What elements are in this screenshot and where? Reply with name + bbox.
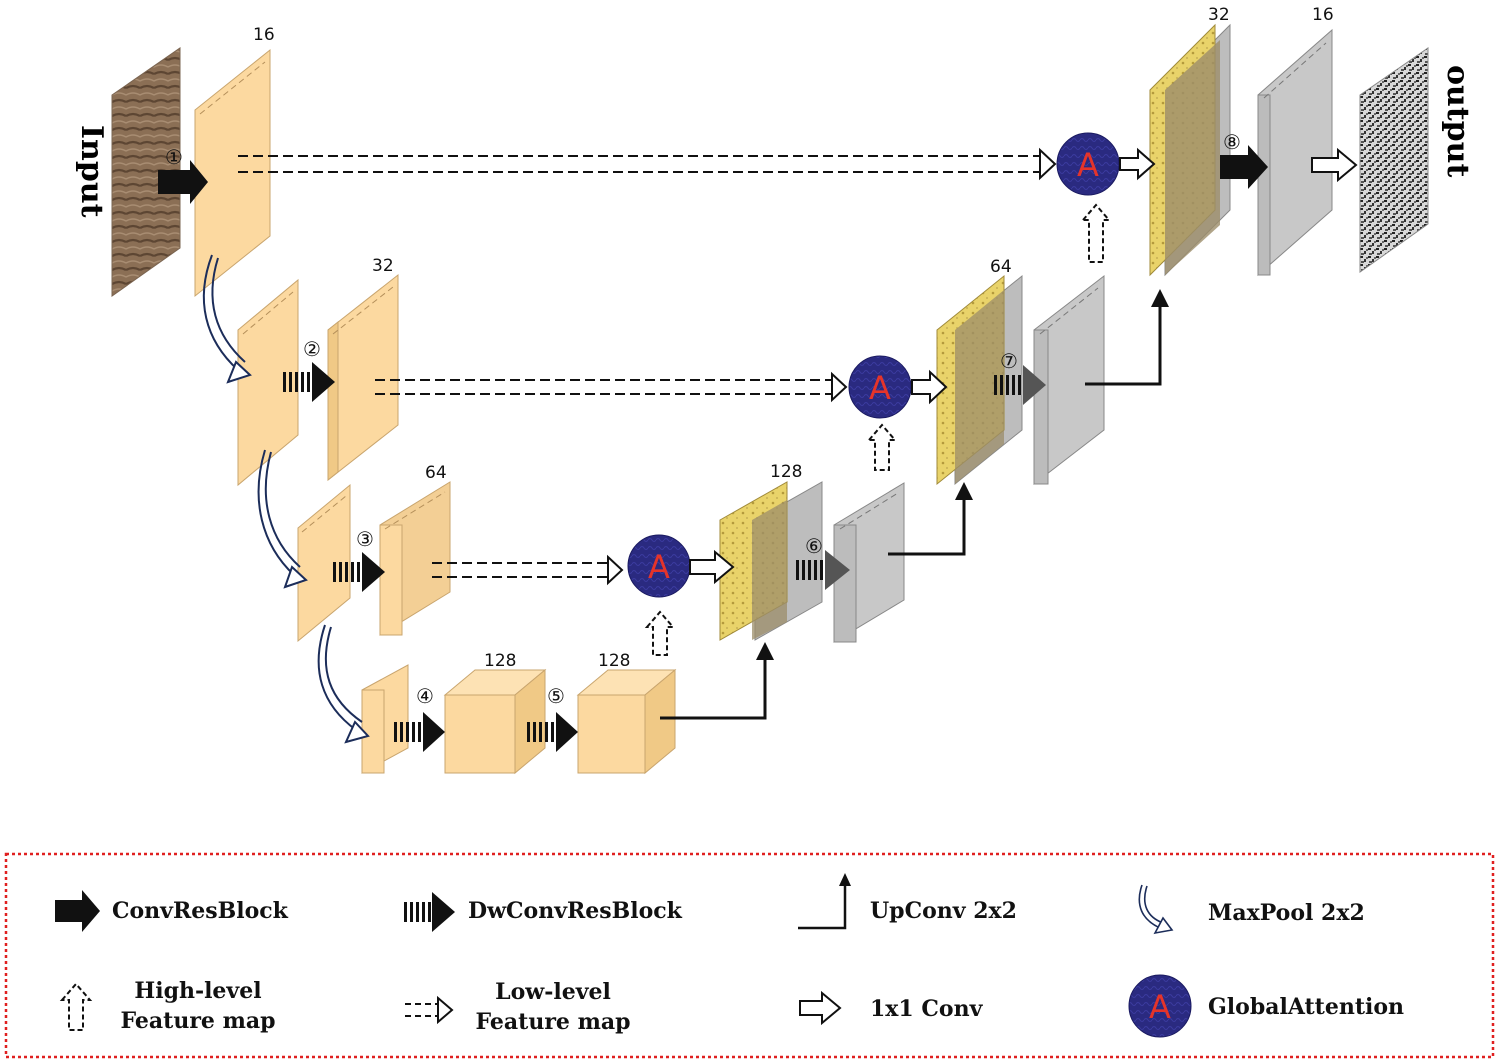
- global-attention-1: A: [627, 534, 691, 598]
- bottleneck-block-2: [576, 668, 677, 775]
- conv1x1-arrow-1: [689, 549, 735, 585]
- convres-icon: [55, 890, 100, 932]
- channels-label-enc2: 32: [372, 256, 394, 276]
- channels-label-dec2: 64: [990, 257, 1012, 277]
- encoder-block-1: [194, 48, 271, 298]
- output-label: output: [1440, 65, 1475, 177]
- dwconvres-arrow-4: [394, 712, 445, 752]
- encoder-block-4a: [361, 664, 409, 774]
- encoder-block-2a: [237, 278, 299, 487]
- high-level-arrow-2: [866, 423, 898, 471]
- legend-upconv-label: UpConv 2x2: [870, 898, 1017, 924]
- maxpool-arrow-2: [257, 449, 308, 589]
- convres-arrow-1: [158, 160, 208, 204]
- convres-arrow-8: [1220, 145, 1268, 189]
- step-1: ①: [165, 145, 183, 169]
- maxpool-arrow-3: [317, 624, 370, 744]
- decoder-concat-block-1: [719, 481, 823, 641]
- global-attention-icon: A: [1128, 974, 1192, 1038]
- upconv-arrow-3: [1085, 289, 1169, 386]
- legend-high-level-line1: High-level: [134, 978, 261, 1004]
- global-attention-3: A: [1056, 132, 1120, 196]
- channels-label-dec1: 128: [770, 462, 802, 482]
- decoder-concat-block-3: [1149, 23, 1231, 277]
- attention-glyph: A: [869, 369, 891, 407]
- skip-connection-1: [238, 147, 1057, 181]
- dwconvres-arrow-7: [994, 365, 1046, 405]
- low-level-feature-icon: [405, 995, 454, 1025]
- conv1x1-arrow-3: [1119, 147, 1156, 181]
- dwconvres-icon: [404, 892, 455, 932]
- input-label: Input: [74, 125, 109, 218]
- step-8: ⑧: [1223, 130, 1241, 154]
- dwconvres-arrow-6: [796, 550, 850, 590]
- skip-connection-2: [375, 371, 848, 403]
- conv1x1-icon: [799, 990, 842, 1026]
- global-attention-2: A: [848, 355, 912, 419]
- legend-maxpool: MaxPool 2x2: [1138, 884, 1365, 935]
- legend-border: [4, 852, 1495, 1059]
- encoder-block-2b: [327, 273, 399, 482]
- encoder-block-3b: [379, 481, 451, 636]
- dwconvres-arrow-2: [283, 362, 335, 402]
- channels-label-enc1: 16: [253, 25, 275, 45]
- dwconvres-arrow-3: [333, 552, 385, 592]
- step-5: ⑤: [547, 684, 565, 708]
- step-6: ⑥: [805, 534, 823, 558]
- high-level-arrow-3: [1080, 203, 1112, 263]
- legend-dwconvres-label: DwConvResBlock: [468, 898, 683, 924]
- conv1x1-arrow-4: [1311, 147, 1358, 183]
- output-image: [1359, 47, 1429, 273]
- encoder-block-3a: [297, 483, 351, 643]
- legend-low-level-line2: Feature map: [476, 1009, 631, 1035]
- channels-label-bott2: 128: [598, 651, 630, 671]
- decoder-block-3: [1257, 28, 1333, 277]
- decoder-block-2: [1033, 274, 1105, 486]
- legend: ConvResBlock DwConvResBlock UpConv 2x2 M…: [4, 852, 1495, 1059]
- channels-label-enc3: 64: [425, 463, 447, 483]
- skip-connection-3: [432, 554, 624, 586]
- legend-high-level-line2: Feature map: [121, 1008, 276, 1034]
- legend-global-attention-label: GlobalAttention: [1208, 994, 1404, 1020]
- legend-convres: ConvResBlock: [55, 890, 289, 932]
- upconv-icon: [798, 873, 851, 930]
- attention-glyph: A: [1077, 146, 1099, 184]
- upconv-arrow-1: [660, 642, 774, 720]
- maxpool-icon: [1138, 884, 1174, 935]
- channels-label-dec3: 32: [1208, 5, 1230, 25]
- legend-low-level: Low-level Feature map: [405, 979, 631, 1035]
- step-2: ②: [303, 337, 321, 361]
- channels-label-bott1: 128: [484, 651, 516, 671]
- step-numbers: ① ② ③ ④ ⑤ ⑥ ⑦ ⑧: [165, 130, 1241, 708]
- high-level-feature-icon: [59, 982, 93, 1031]
- legend-dwconvres: DwConvResBlock: [404, 892, 683, 932]
- legend-global-attention: A GlobalAttention: [1128, 974, 1404, 1038]
- upconv-arrow-2: [888, 482, 973, 556]
- legend-convres-label: ConvResBlock: [112, 898, 289, 924]
- input-image: [111, 47, 181, 297]
- attention-glyph: A: [648, 548, 670, 586]
- step-4: ④: [416, 684, 434, 708]
- step-7: ⑦: [1000, 349, 1018, 373]
- legend-maxpool-label: MaxPool 2x2: [1208, 900, 1365, 926]
- decoder-concat-block-2: [936, 274, 1023, 486]
- legend-conv1x1-label: 1x1 Conv: [870, 996, 984, 1022]
- dwconvres-arrow-5: [527, 712, 578, 752]
- legend-upconv: UpConv 2x2: [798, 873, 1017, 930]
- attention-glyph: A: [1149, 988, 1171, 1026]
- legend-conv1x1: 1x1 Conv: [799, 990, 984, 1026]
- conv1x1-arrow-2: [911, 369, 948, 405]
- step-3: ③: [356, 527, 374, 551]
- decoder-block-1: [833, 482, 905, 643]
- channels-label-dec4: 16: [1312, 5, 1334, 25]
- maxpool-arrow-1: [202, 254, 252, 384]
- high-level-arrow-1: [644, 610, 676, 656]
- bottleneck-block-1: [443, 668, 547, 775]
- legend-high-level: High-level Feature map: [59, 978, 276, 1034]
- legend-low-level-line1: Low-level: [495, 979, 611, 1005]
